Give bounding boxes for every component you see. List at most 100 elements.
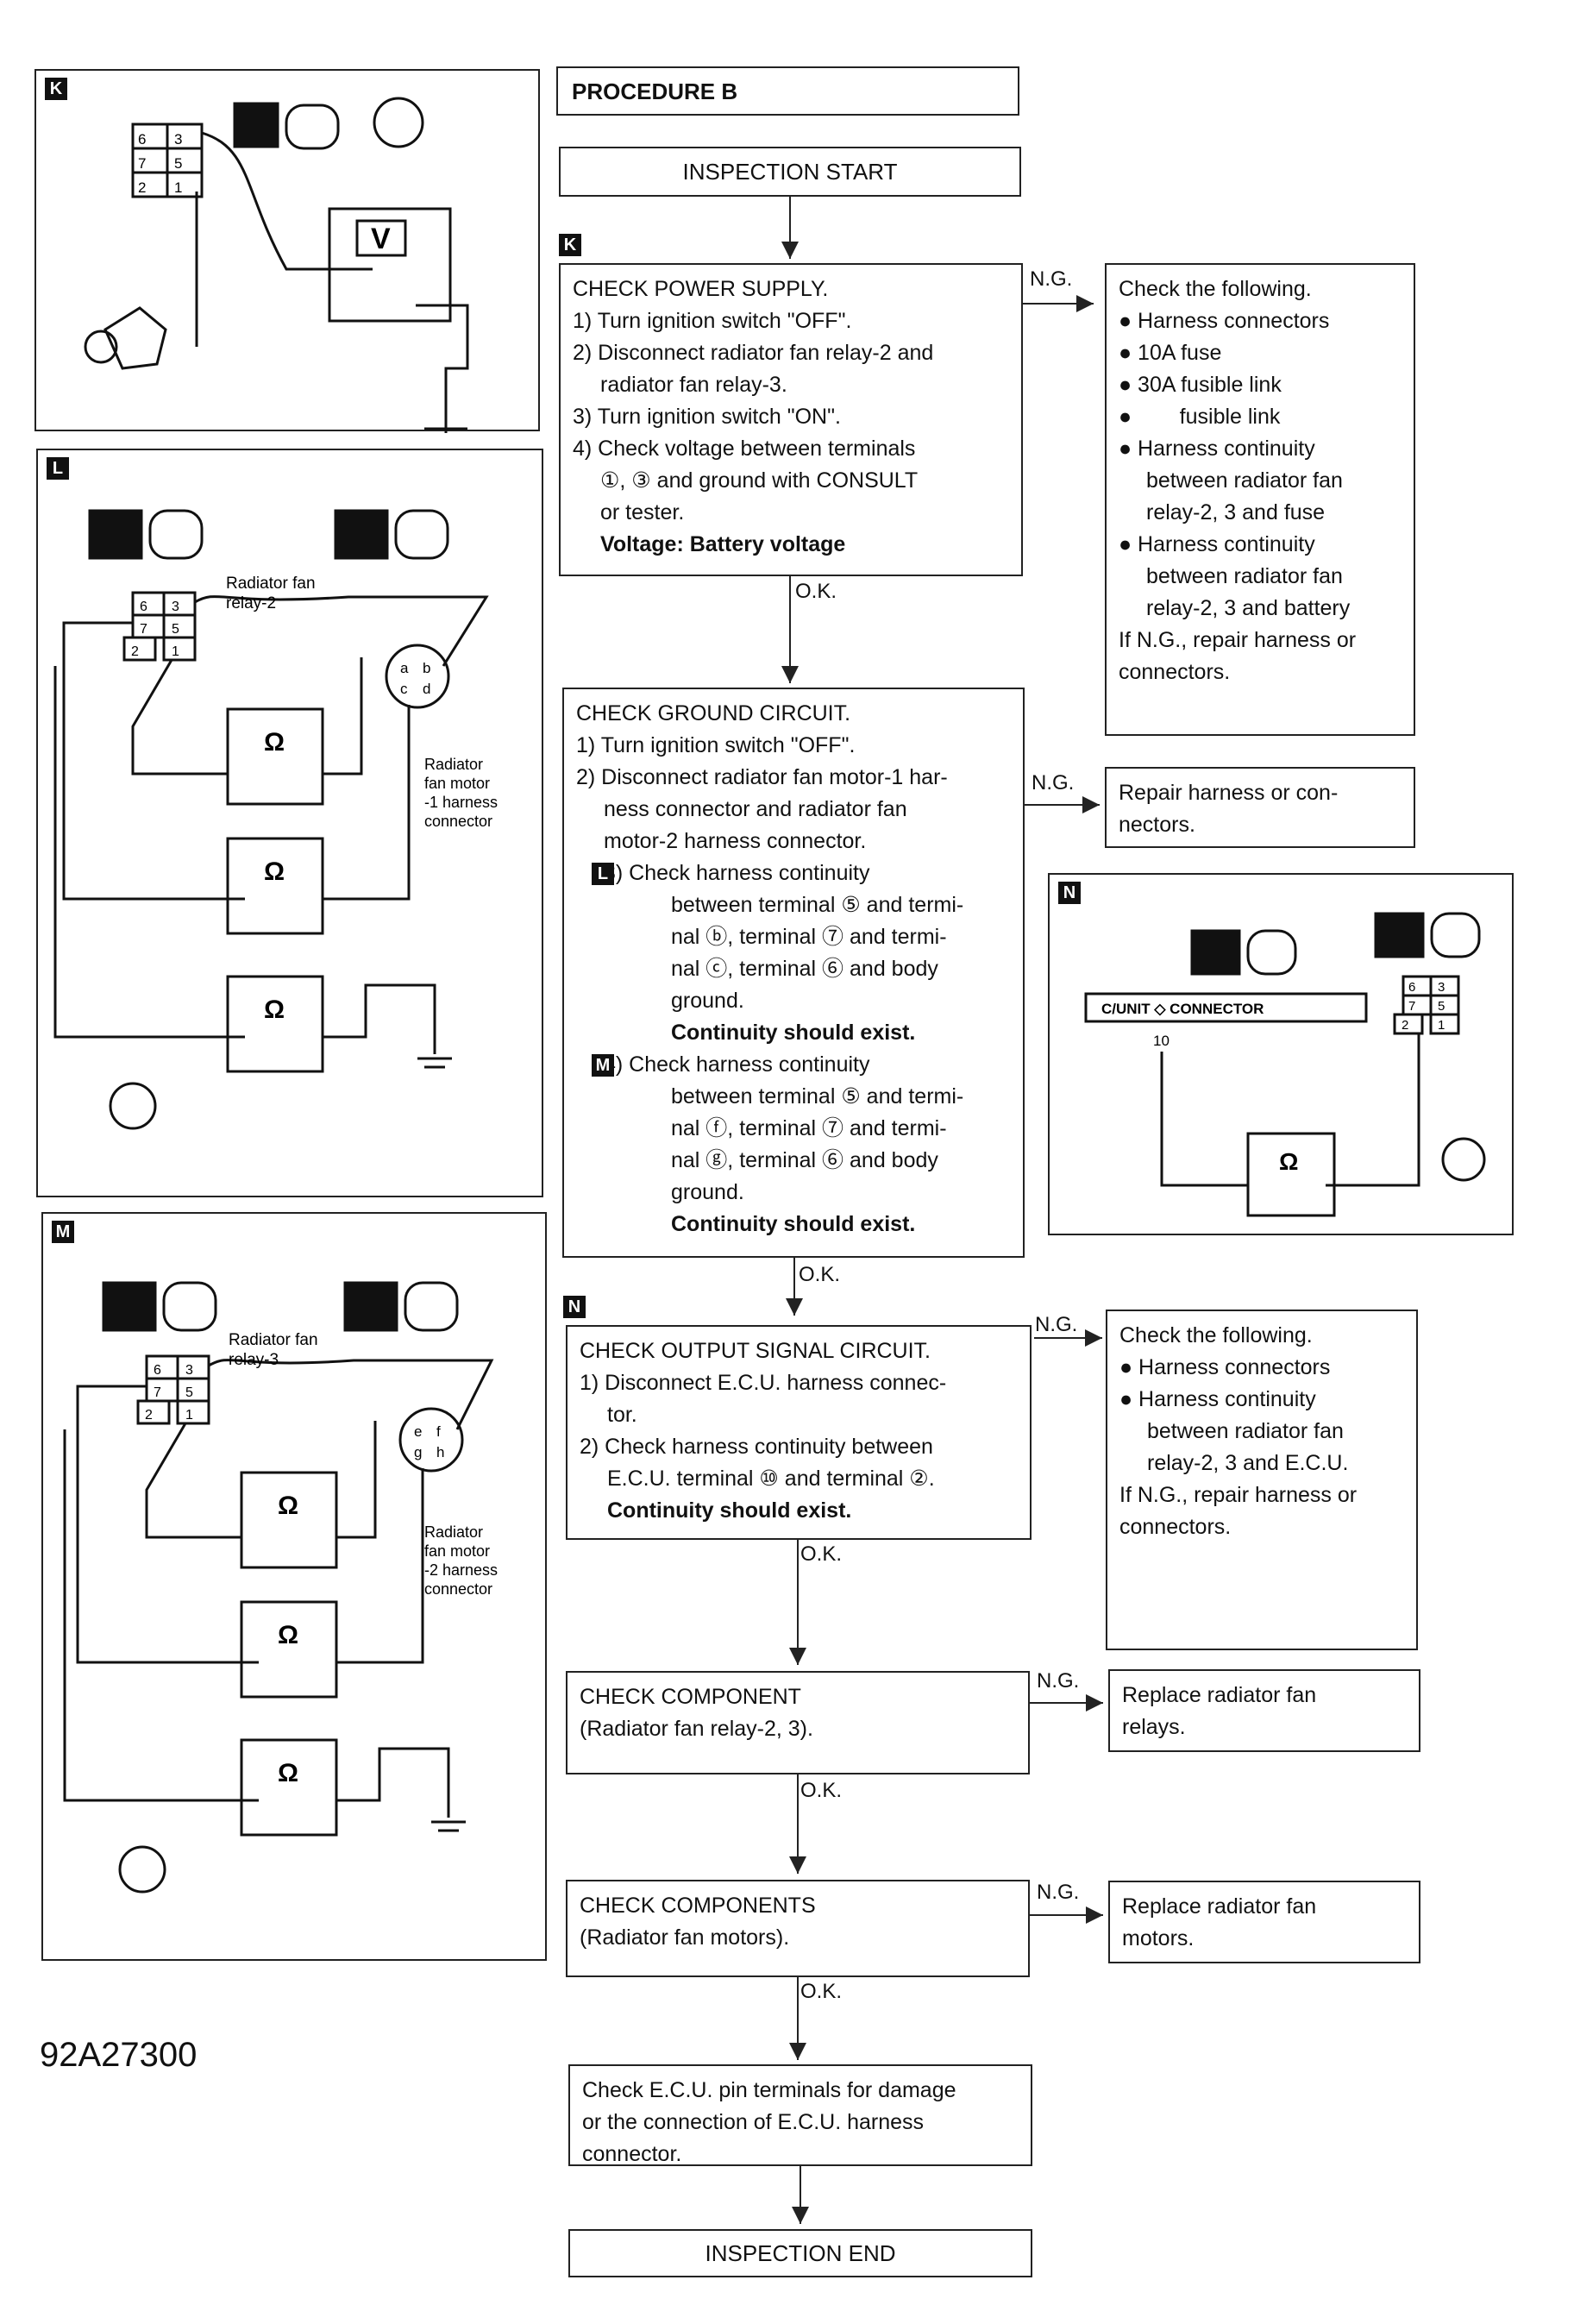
step-check-ecu-pins: Check E.C.U. pin terminals for damage or…	[568, 2064, 1032, 2166]
ground-ng-line-2: nectors.	[1119, 813, 1195, 837]
output-ng-line-7: between radiator fan	[1147, 1419, 1344, 1443]
ground-line-1: CHECK GROUND CIRCUIT.	[576, 701, 851, 725]
panel-l-terminal-3: 3	[172, 600, 179, 614]
panel-k-terminal-6: 6	[138, 131, 146, 148]
panel-l-ohmmeter-2: Ω	[264, 857, 285, 886]
panel-m-terminal-1: 1	[185, 1408, 193, 1423]
panel-l-terminal-7: 7	[140, 622, 147, 637]
figure-panel-k: K 6 3 7 5 2 1	[34, 69, 540, 433]
panel-l-label: L	[47, 457, 69, 480]
panel-k-terminal-5: 5	[174, 155, 182, 172]
power-line-1: CHECK POWER SUPPLY.	[573, 277, 829, 301]
panel-l-motor-label-4: connector	[424, 813, 492, 830]
panel-l-ohmmeter-3: Ω	[264, 996, 285, 1024]
ng-label-power: N.G.	[1030, 267, 1073, 292]
marker-k: K	[559, 234, 581, 256]
result-component-ng: Replace radiator fan relays.	[1108, 1669, 1420, 1752]
panel-l-motor-terminal-b: b	[423, 660, 430, 676]
power-ng-line-6: ● fusible link	[1119, 405, 1281, 429]
power-ng-line-9: relay-2, 3 and fuse	[1146, 500, 1326, 524]
ground-line-14: nal ⓕ, terminal ⑦ and termi-	[671, 1116, 947, 1140]
panel-k-terminal-3: 3	[174, 131, 182, 148]
panel-n-terminal-7: 7	[1408, 999, 1415, 1014]
output-ng-line-6: ● Harness continuity	[1119, 1387, 1316, 1411]
power-ng-line-7: ● Harness continuity	[1119, 437, 1315, 461]
step-check-component: CHECK COMPONENT (Radiator fan relay-2, 3…	[566, 1671, 1030, 1774]
panel-m-label: M	[52, 1221, 74, 1243]
ground-line-8: nal ⓑ, terminal ⑦ and termi-	[671, 925, 947, 949]
power-ng-line-1: Check the following.	[1119, 277, 1312, 301]
component-ng-line-2: relays.	[1122, 1715, 1186, 1739]
panel-l-motor-label-2: fan motor	[424, 775, 490, 792]
panel-l-motor-label-3: -1 harness	[424, 794, 498, 811]
panel-m-motor-terminal-f: f	[436, 1423, 441, 1440]
output-ng-line-8: relay-2, 3 and E.C.U.	[1147, 1451, 1349, 1475]
ground-line-7: between terminal ⑤ and termi-	[671, 893, 964, 917]
panel-m-terminal-6: 6	[154, 1363, 161, 1378]
panel-m-motor-label-4: connector	[424, 1580, 492, 1598]
panel-k-voltmeter-symbol: V	[371, 223, 391, 255]
panel-m-ohmmeter-3: Ω	[278, 1759, 298, 1787]
panel-l-motor-terminal-c: c	[400, 681, 408, 697]
ground-line-13: between terminal ⑤ and termi-	[671, 1084, 964, 1109]
procedure-title-box: PROCEDURE B	[556, 66, 1019, 116]
panel-l-terminal-2: 2	[131, 644, 139, 659]
ground-line-2: 1) Turn ignition switch "OFF".	[576, 733, 856, 757]
panel-m-motor-label-2: fan motor	[424, 1542, 490, 1560]
ground-line-16: ground.	[671, 1180, 744, 1204]
inspection-end-box: INSPECTION END	[568, 2229, 1032, 2277]
panel-l-relay-label-2: relay-2	[226, 594, 276, 612]
panel-m-terminal-2: 2	[145, 1408, 153, 1423]
figure-panel-l: L 6 3 7 5 2 1	[36, 449, 543, 1197]
output-ng-line-4: ● Harness connectors	[1119, 1355, 1331, 1379]
components-ng-line-1: Replace radiator fan	[1122, 1894, 1317, 1919]
ecu-line-2: or the connection of E.C.U. harness	[582, 2110, 925, 2134]
output-line-1: CHECK OUTPUT SIGNAL CIRCUIT.	[580, 1339, 931, 1363]
ng-label-component: N.G.	[1037, 1669, 1080, 1693]
panel-l-relay-label-1: Radiator fan	[226, 575, 316, 593]
marker-n: N	[563, 1296, 586, 1318]
panel-k-terminal-2: 2	[138, 179, 146, 196]
inspection-start-label: INSPECTION START	[682, 158, 898, 185]
output-line-3: tor.	[607, 1403, 637, 1427]
panel-m-terminal-5: 5	[185, 1385, 193, 1400]
figure-panel-n: N C/UNIT ◇ CONNECTOR 10 6 3 7 5 2 1 Ω	[1048, 873, 1514, 1235]
panel-k-terminal-1: 1	[174, 179, 182, 196]
output-line-4: 2) Check harness continuity between	[580, 1435, 933, 1459]
panel-n-connector-label: C/UNIT ◇ CONNECTOR	[1101, 1001, 1264, 1017]
panel-m-motor-terminal-g: g	[414, 1444, 422, 1460]
panel-n-terminal-3: 3	[1438, 980, 1445, 995]
panel-l-drawing: 6 3 7 5 2 1 a b c d Radiator fan relay-2…	[53, 509, 498, 1130]
panel-m-drawing: 6 3 7 5 2 1 e f g h Radiator fan relay-3…	[63, 1281, 498, 1894]
ok-label-ground: O.K.	[799, 1263, 841, 1287]
power-ng-line-14: connectors.	[1119, 660, 1231, 684]
ground-line-4: ness connector and radiator fan	[604, 797, 907, 821]
ground-line-6: 3) Check harness continuity	[604, 861, 870, 885]
panel-l-ohmmeter-1: Ω	[264, 728, 285, 757]
step-check-ground-circuit: CHECK GROUND CIRCUIT. 1) Turn ignition s…	[562, 688, 1025, 1258]
panel-l-motor-label-1: Radiator	[424, 756, 483, 773]
power-line-5: 3) Turn ignition switch "ON".	[573, 405, 841, 429]
panel-k-drawing: 6 3 7 5 2 1 V	[84, 97, 469, 433]
inspection-end-label: INSPECTION END	[705, 2239, 896, 2266]
output-line-5: E.C.U. terminal ⑩ and terminal ②.	[607, 1467, 935, 1491]
ground-line-3: 2) Disconnect radiator fan motor-1 har-	[576, 765, 948, 789]
result-power-supply-ng: Check the following. ● Harness connector…	[1105, 263, 1415, 736]
panel-l-terminal-5: 5	[172, 622, 179, 637]
power-ng-line-13: If N.G., repair harness or	[1119, 628, 1357, 652]
power-line-4: radiator fan relay-3.	[600, 373, 787, 397]
ground-spec-1: Continuity should exist.	[671, 1021, 916, 1045]
power-ng-line-12: relay-2, 3 and battery	[1146, 596, 1351, 620]
power-line-8: or tester.	[600, 500, 685, 524]
component-ng-line-1: Replace radiator fan	[1122, 1683, 1317, 1707]
ng-label-components: N.G.	[1037, 1881, 1080, 1905]
figure-panel-m: M 6 3 7 5 2 1	[41, 1212, 547, 1961]
output-spec: Continuity should exist.	[607, 1498, 852, 1523]
output-line-2: 1) Disconnect E.C.U. harness connec-	[580, 1371, 947, 1395]
panel-m-motor-label-1: Radiator	[424, 1523, 483, 1541]
power-line-6: 4) Check voltage between terminals	[573, 437, 916, 461]
procedure-title: PROCEDURE B	[572, 79, 738, 104]
panel-m-terminal-3: 3	[185, 1363, 193, 1378]
panel-m-terminal-7: 7	[154, 1385, 161, 1400]
